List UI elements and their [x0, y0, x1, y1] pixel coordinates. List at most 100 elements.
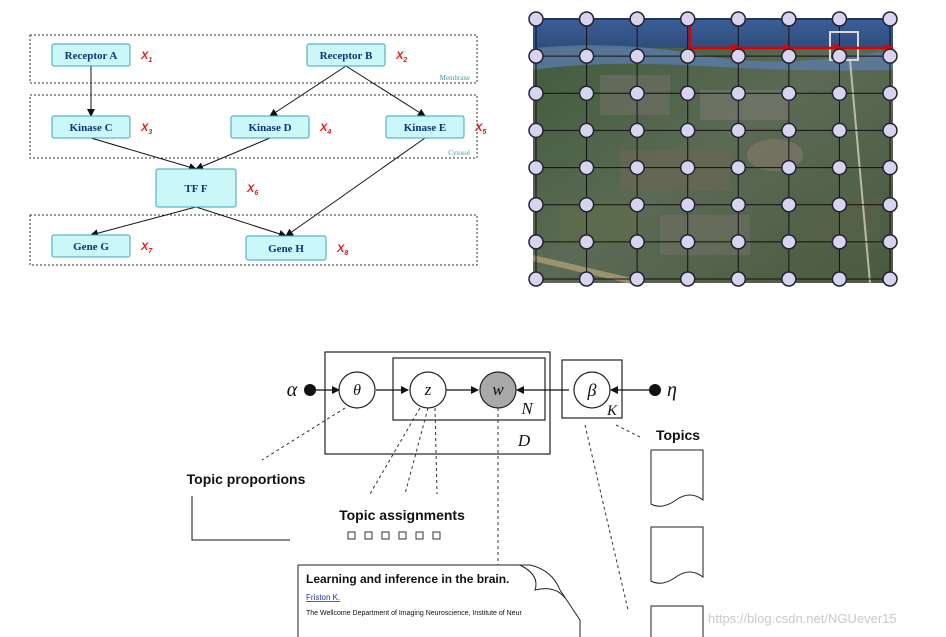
- node-label: Kinase E: [404, 122, 446, 134]
- lattice-node: [882, 11, 898, 27]
- lattice-node: [578, 122, 595, 139]
- lattice-node: [831, 122, 848, 139]
- lattice-node: [882, 85, 898, 102]
- node-e: Kinase E X5: [385, 115, 486, 139]
- lattice-node: [781, 234, 797, 250]
- lattice-node: [578, 159, 595, 176]
- variable-label: X5: [474, 122, 486, 136]
- lattice-node: [781, 196, 797, 213]
- edge-B-D: [269, 65, 347, 117]
- node-label: Kinase D: [248, 122, 291, 134]
- lattice-node: [629, 11, 645, 27]
- edge-D-F: [195, 137, 271, 170]
- lattice-node: [882, 159, 898, 176]
- lattice-node: [528, 159, 544, 176]
- lattice-node: [679, 196, 696, 213]
- lattice-node: [629, 196, 645, 213]
- edge-F-G: [90, 206, 197, 238]
- plate-N: [392, 357, 546, 421]
- variable-label: X8: [336, 243, 348, 257]
- variable-label: X2: [395, 50, 407, 64]
- alpha-label: α: [287, 379, 298, 401]
- lattice-node: [882, 122, 898, 139]
- node-label: Receptor B: [320, 50, 373, 62]
- lattice-node: [679, 159, 696, 176]
- plate-N-label: N: [520, 399, 534, 418]
- lattice-node: [781, 11, 797, 27]
- lattice-node: [679, 48, 696, 64]
- lattice-node: [629, 48, 645, 64]
- lattice-node: [882, 271, 898, 287]
- lattice-node: [781, 271, 797, 287]
- lattice-node: [831, 85, 848, 102]
- plate-K-label: K: [606, 403, 618, 419]
- lattice-node: [528, 85, 544, 102]
- lattice-node: [679, 271, 696, 287]
- lattice-node: [528, 234, 544, 250]
- cytosol-region: [29, 94, 478, 159]
- lattice-node: [730, 234, 747, 250]
- lattice-node: [629, 234, 645, 250]
- node-f: TF F X6: [155, 168, 258, 208]
- edge-E-H: [285, 137, 426, 237]
- topic-proportions-label: Topic proportions: [187, 471, 306, 487]
- lda-plate-diagram: α θ z w β η N D K Topic proportions Topi…: [187, 351, 704, 637]
- lattice-node: [528, 122, 544, 139]
- lattice-node: [528, 48, 544, 64]
- alpha-node: [304, 384, 316, 396]
- lattice-node: [882, 196, 898, 213]
- theta-label: θ: [353, 382, 361, 399]
- proportions-bar-chart: [191, 496, 290, 541]
- edge-F-H: [195, 206, 287, 238]
- grid-mrf-over-aerial-photo: [528, 11, 898, 287]
- eta-label: η: [667, 379, 677, 401]
- lattice-node: [629, 85, 645, 102]
- document: Learning and inference in the brain. Fri…: [297, 564, 581, 637]
- lattice-node: [730, 271, 747, 287]
- lattice-node: [578, 48, 595, 64]
- lattice-node: [679, 234, 696, 250]
- lattice-node: [781, 159, 797, 176]
- variable-label: X6: [246, 183, 258, 197]
- topic-assignments-label: Topic assignments: [339, 507, 465, 523]
- lattice-node: [578, 271, 595, 287]
- lattice-node: [781, 122, 797, 139]
- document-author: Friston K.: [306, 593, 340, 602]
- lattice-node: [831, 196, 848, 213]
- node-label: Gene G: [73, 241, 109, 253]
- lattice-node: [730, 159, 747, 176]
- lattice-node: [730, 48, 747, 64]
- lattice-node: [629, 271, 645, 287]
- eta-node: [649, 384, 661, 396]
- document-title: Learning and inference in the brain.: [306, 572, 509, 586]
- lattice-node: [730, 11, 747, 27]
- lattice-node: [831, 159, 848, 176]
- leader-lines: [261, 407, 641, 611]
- node-label: Receptor A: [65, 50, 118, 62]
- lattice-node: [882, 48, 898, 64]
- plate-D-label: D: [517, 431, 531, 450]
- beta-label: β: [587, 380, 597, 400]
- plate-K: [561, 359, 623, 419]
- edge-C-F: [90, 137, 197, 171]
- node-label: Gene H: [268, 243, 304, 255]
- cytosol-label: Cytosol: [448, 149, 470, 157]
- lattice-node: [629, 159, 645, 176]
- topic-documents: [650, 449, 704, 637]
- assignment-boxes: [347, 531, 441, 540]
- node-label: TF F: [184, 183, 207, 195]
- lattice-node: [730, 85, 747, 102]
- lattice-node: [730, 196, 747, 213]
- lattice-node: [528, 11, 544, 27]
- beta-node: [573, 371, 611, 409]
- lattice-node: [578, 196, 595, 213]
- document-affiliation: The Wellcome Department of Imaging Neuro…: [306, 610, 522, 617]
- watermark: https://blog.csdn.net/NGUever15: [708, 611, 897, 626]
- node-h: Gene H X8: [245, 235, 348, 261]
- theta-node: [338, 371, 376, 409]
- lattice-node: [781, 85, 797, 102]
